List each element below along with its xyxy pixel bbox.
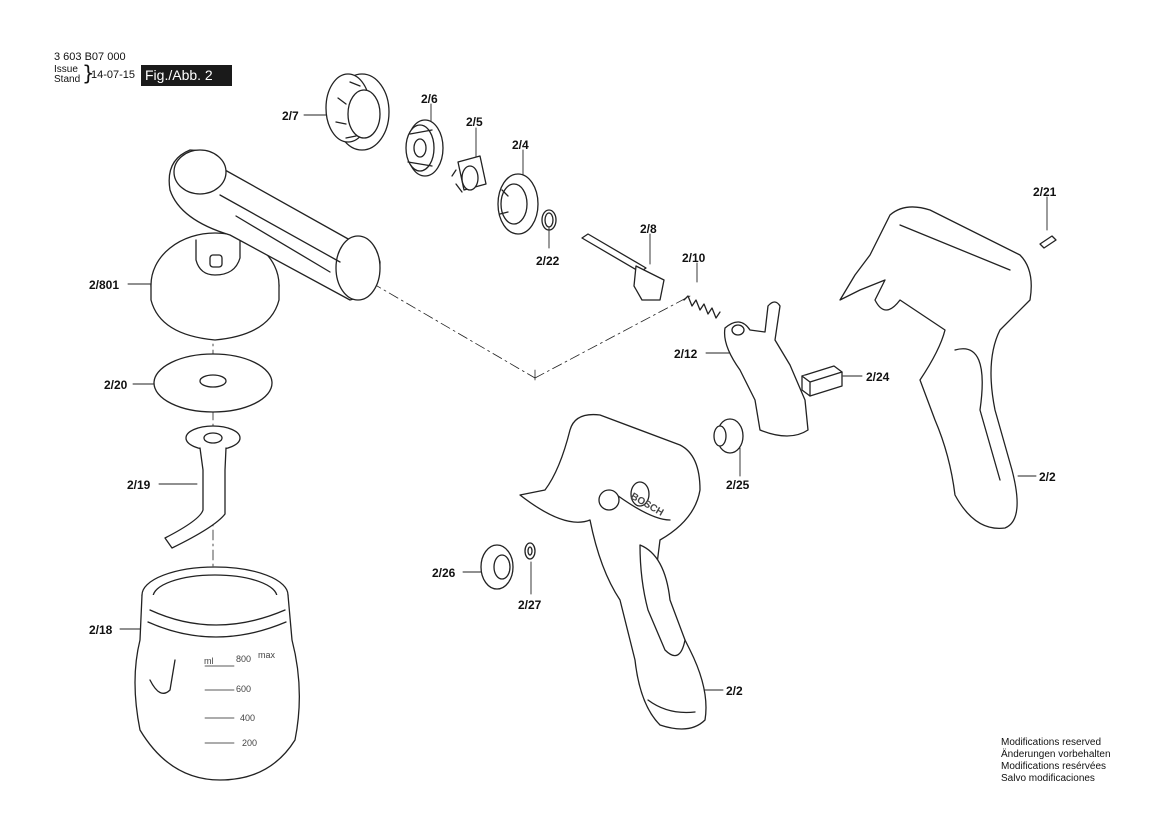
document-number: 3 603 B07 000 [54, 51, 126, 63]
callout-2-2-right: 2/2 [1039, 470, 1056, 484]
callout-2-18: 2/18 [89, 623, 113, 637]
callout-2-19: 2/19 [127, 478, 151, 492]
nozzle-nut-part [325, 73, 390, 151]
note-es: Salvo modificaciones [1001, 773, 1095, 784]
sprayer-body-part [150, 149, 381, 341]
callout-2-5: 2/5 [466, 115, 483, 129]
callout-2-21: 2/21 [1033, 185, 1057, 199]
callout-2-7: 2/7 [282, 109, 299, 123]
scale-mark-600: 600 [236, 684, 251, 694]
housing-half-right-part [839, 206, 1032, 530]
o-ring-part [541, 209, 557, 231]
scale-unit: ml [204, 656, 214, 666]
callout-2-26: 2/26 [432, 566, 456, 580]
issue-label: Issue [54, 64, 78, 75]
callout-2-10: 2/10 [682, 251, 706, 265]
callout-2-6: 2/6 [421, 92, 438, 106]
callout-2-20: 2/20 [104, 378, 128, 392]
washer-part [524, 542, 536, 560]
handle-housing-part [519, 413, 707, 730]
air-cap-part [405, 119, 444, 177]
trigger-part [723, 301, 809, 437]
scale-mark-200: 200 [242, 738, 257, 748]
scale-max: max [258, 650, 276, 660]
gasket-part [153, 353, 273, 413]
screw-part [1039, 235, 1057, 249]
nut-part [480, 544, 514, 590]
note-de: Änderungen vorbehalten [1001, 749, 1111, 760]
air-valve-ring-part [497, 173, 539, 235]
note-fr: Modifications resérvées [1001, 761, 1107, 772]
leader-lines [119, 103, 1048, 691]
needle-part [581, 233, 665, 301]
container-part [134, 566, 300, 781]
callout-2-8: 2/8 [640, 222, 657, 236]
container-scale-text: 800 600 400 200 ml max [204, 650, 276, 748]
callout-2-4: 2/4 [512, 138, 529, 152]
brace-glyph: } [82, 61, 95, 85]
callout-2-801: 2/801 [89, 278, 120, 292]
spring-part [683, 295, 721, 319]
suction-tube-part [164, 425, 241, 549]
modifications-note: Modifications reserved Änderungen vorbeh… [1001, 737, 1111, 785]
scale-mark-400: 400 [240, 713, 255, 723]
callout-2-12: 2/12 [674, 347, 698, 361]
callout-2-24: 2/24 [866, 370, 890, 384]
callout-2-2-handle: 2/2 [726, 684, 743, 698]
callout-2-27: 2/27 [518, 598, 542, 612]
pad-part [801, 365, 843, 397]
stand-label: Stand [54, 74, 81, 85]
note-en: Modifications reserved [1001, 737, 1102, 748]
scale-mark-800: 800 [236, 654, 251, 664]
figure-label: Fig./Abb. 2 [141, 65, 232, 86]
callout-2-22: 2/22 [536, 254, 560, 268]
adjustment-knob-part [713, 418, 744, 454]
callout-2-25: 2/25 [726, 478, 750, 492]
issue-stand-labels: Issue Stand [54, 65, 80, 85]
issue-date: 14-07-15 [91, 69, 136, 81]
nozzle-part [451, 155, 487, 193]
